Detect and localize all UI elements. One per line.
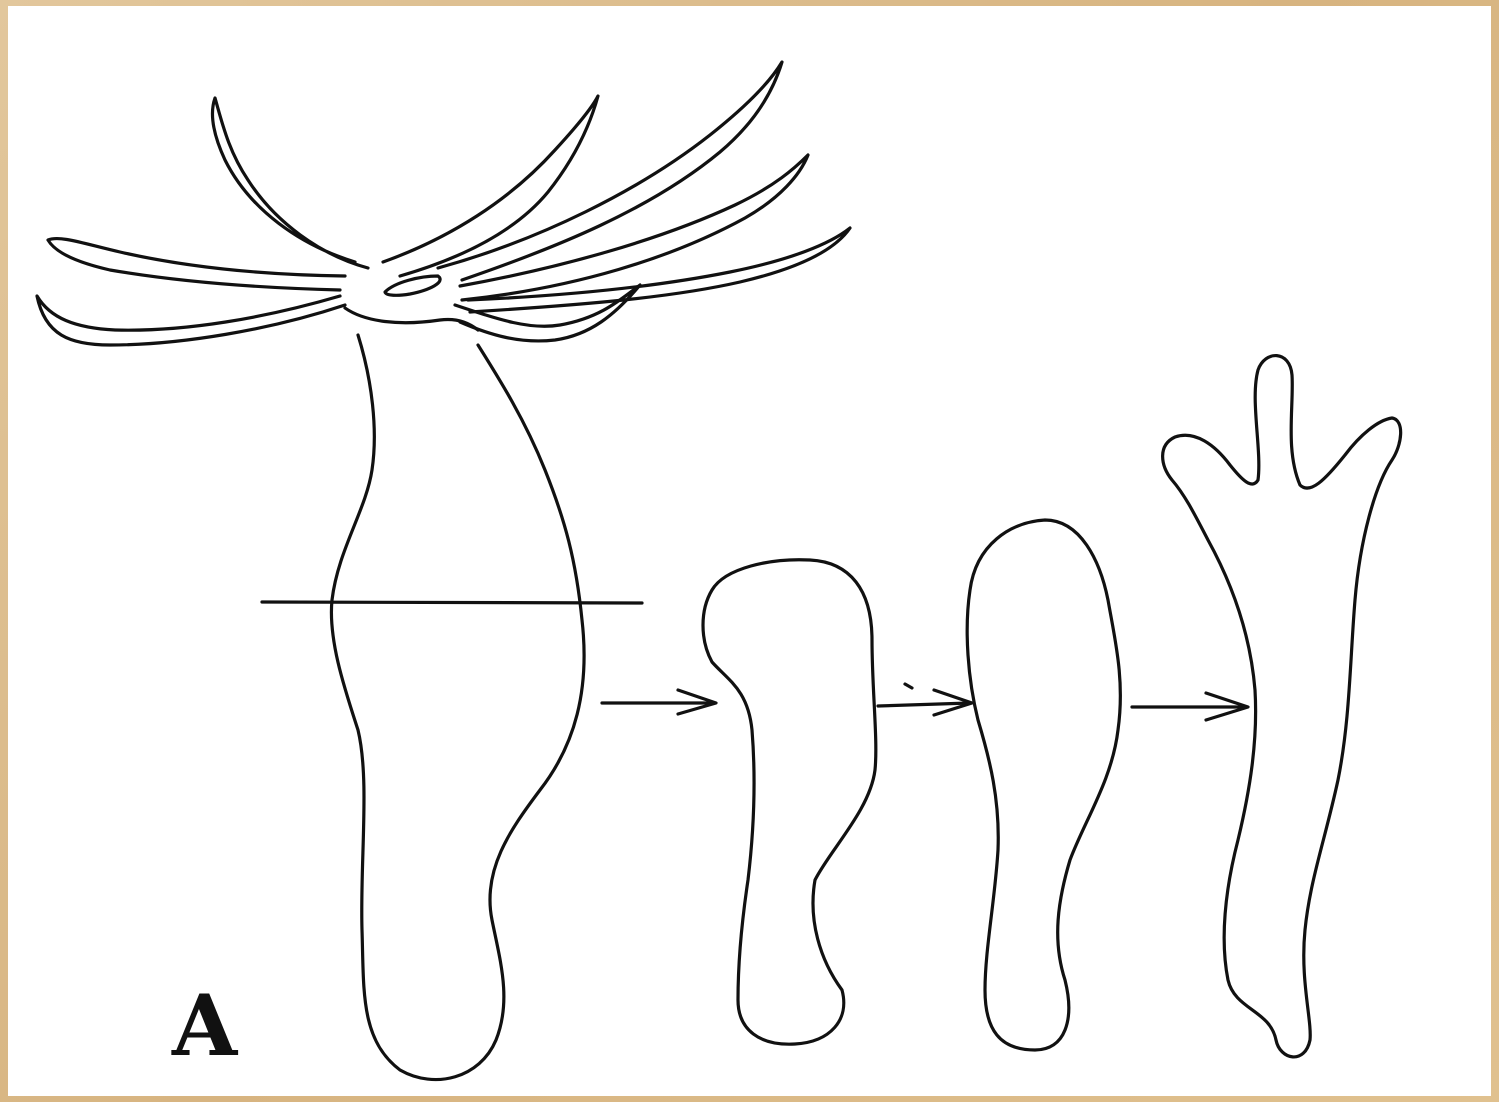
tentacle-8	[37, 296, 345, 345]
panel-label: A	[171, 976, 239, 1075]
tentacle-6	[455, 285, 640, 341]
cut-line	[262, 602, 642, 603]
hypostome-mouth	[385, 276, 440, 295]
tentacle-3	[438, 62, 782, 280]
hydra-head	[345, 308, 478, 330]
regenerating-fragment-1	[703, 560, 876, 1044]
hydra-tentacles	[37, 62, 850, 345]
tentacle-2	[383, 96, 598, 276]
tentacle-7	[48, 239, 345, 290]
arrow-2	[878, 684, 972, 715]
tentacle-1	[212, 98, 368, 268]
regenerating-fragment-2	[967, 520, 1120, 1050]
arrow-3	[1132, 693, 1248, 720]
tentacle-5	[468, 228, 850, 312]
hydra-body-column	[331, 335, 584, 1080]
arrow-1	[602, 690, 716, 714]
